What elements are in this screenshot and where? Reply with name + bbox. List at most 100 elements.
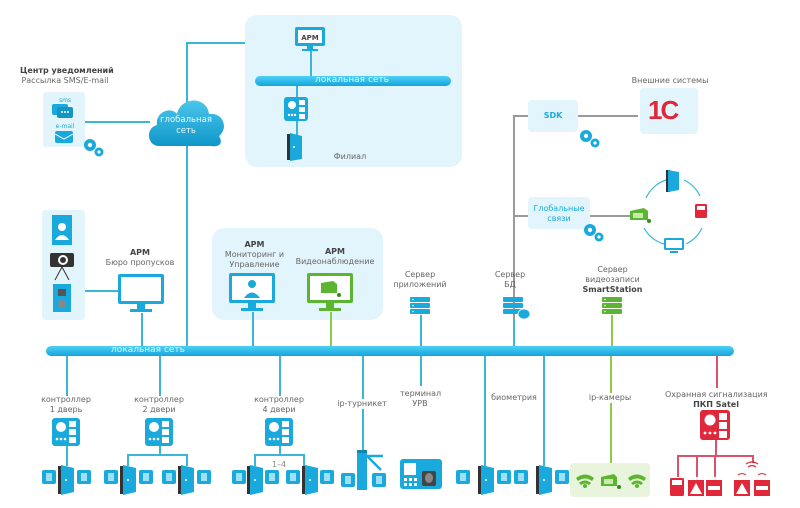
chat-icon — [52, 104, 73, 118]
door-icon — [58, 465, 74, 495]
controller-1-icon — [52, 418, 80, 446]
reader-icon — [555, 470, 569, 484]
dome-camera-icon — [576, 474, 594, 488]
sdk-gears-icon — [580, 130, 600, 148]
monitoring-label: АРМ Мониторинг и Управление — [224, 240, 285, 269]
envelope-icon — [54, 131, 74, 143]
db-server-icon — [503, 297, 531, 320]
ctrl4-down — [279, 446, 281, 454]
alarm-b3 — [714, 455, 716, 477]
ring-camera-icon — [630, 208, 651, 223]
monitoring-monitor-icon[interactable] — [229, 273, 275, 313]
drop-bio1 — [484, 356, 486, 466]
video-server-label: Сервер видеозаписи SmartStation — [582, 265, 643, 294]
alarm-b4 — [752, 455, 754, 463]
ctrl1-to-door — [66, 446, 68, 466]
bureau-label: АРМ Бюро пропусков — [105, 248, 175, 267]
ring-keypad-icon — [695, 204, 707, 218]
reader-icon — [497, 470, 511, 484]
branch-controller-icon — [284, 97, 308, 121]
reader-icon — [232, 470, 246, 484]
camera-icon — [50, 253, 74, 281]
links-gears-icon — [584, 224, 604, 242]
drop-alarm — [716, 356, 718, 388]
notify-to-cloud-line — [85, 121, 150, 123]
video-server-line — [611, 315, 613, 347]
app-server-line — [420, 315, 422, 347]
reader-icon — [77, 470, 91, 484]
ctrl2-right — [186, 454, 188, 466]
video-server-icon — [602, 297, 622, 314]
drop-cameras — [610, 356, 612, 464]
ctrl2-branch — [127, 454, 187, 456]
device-label-biometrics: биометрия — [491, 393, 537, 402]
reader-icon — [265, 470, 279, 484]
bureau-monitor-icon[interactable] — [118, 274, 164, 314]
gears-icon — [84, 139, 104, 157]
dome-camera-icon-2 — [628, 474, 646, 488]
ctrl2-left — [127, 454, 129, 466]
video-monitor-icon[interactable] — [307, 273, 353, 313]
branch-network-label: локальная сеть — [315, 75, 389, 85]
drop-ctrl4 — [279, 356, 281, 396]
alarm-panel-icon — [700, 410, 730, 440]
video-to-bus-line — [330, 312, 332, 347]
global-links-box[interactable] — [528, 197, 590, 229]
reader-icon — [162, 470, 176, 484]
face-reader-icon — [514, 470, 528, 484]
door-icon — [478, 465, 494, 495]
main-network-bus: локальная сеть — [46, 345, 734, 356]
door-icon — [302, 465, 318, 495]
cloud-icon — [148, 100, 224, 147]
door-icon — [247, 465, 263, 495]
sdk-box[interactable] — [528, 100, 578, 132]
fingerprint-reader-icon — [456, 470, 470, 484]
terminal-icon — [400, 459, 442, 489]
db-server-label: Сервер БД — [494, 270, 526, 289]
controller-4-icon — [265, 418, 293, 446]
drop-bio2 — [543, 356, 545, 466]
reader-icon — [320, 470, 334, 484]
notification-center-label: Центр уведомлений Рассылка SMS/E-mail — [20, 66, 114, 86]
global-to-main-line — [186, 42, 188, 347]
video-ws-label: АРМ Видеонаблюдение — [295, 247, 375, 266]
external-systems-label: Внешние системы — [631, 76, 709, 85]
branch-workstation-label: АРМ — [301, 34, 319, 42]
box-camera-icon — [601, 474, 621, 489]
branch-panel — [245, 15, 462, 167]
reader-icon — [139, 470, 153, 484]
reader-icon — [372, 473, 386, 487]
device-label-ipcams: ip-камеры — [585, 393, 635, 403]
branch-door-icon — [287, 133, 302, 161]
notification-center-subtitle: Рассылка SMS/E-mail — [21, 76, 109, 85]
ctrl4-left — [254, 454, 256, 466]
bureau-link-line — [85, 290, 120, 292]
main-network-label: локальная сеть — [111, 345, 185, 355]
branch-ws-line — [310, 51, 312, 76]
door-icon — [178, 465, 194, 495]
onec-logo: 1С — [648, 95, 679, 125]
door-icon — [120, 465, 136, 495]
door-icon — [536, 465, 552, 495]
drop-terminal — [420, 356, 422, 386]
device-label-turnstile: ip-турникет — [332, 399, 392, 409]
branch-workstation-icon — [295, 27, 325, 51]
links-line — [513, 215, 528, 217]
controller-2-icon — [145, 418, 173, 446]
ctrl4-right — [303, 454, 305, 466]
alarm-devices — [670, 461, 770, 496]
db-server-line — [513, 320, 515, 347]
four-door-range: 1–4 — [271, 460, 287, 469]
drop-ctrl1 — [66, 356, 68, 396]
reader-icon — [341, 473, 355, 487]
sdk-line — [513, 115, 528, 117]
links-to-ring-line — [590, 215, 630, 217]
branch-network-bus: локальная сеть — [255, 75, 451, 86]
ctrl4-branch — [254, 454, 304, 456]
alarm-down — [715, 440, 717, 455]
